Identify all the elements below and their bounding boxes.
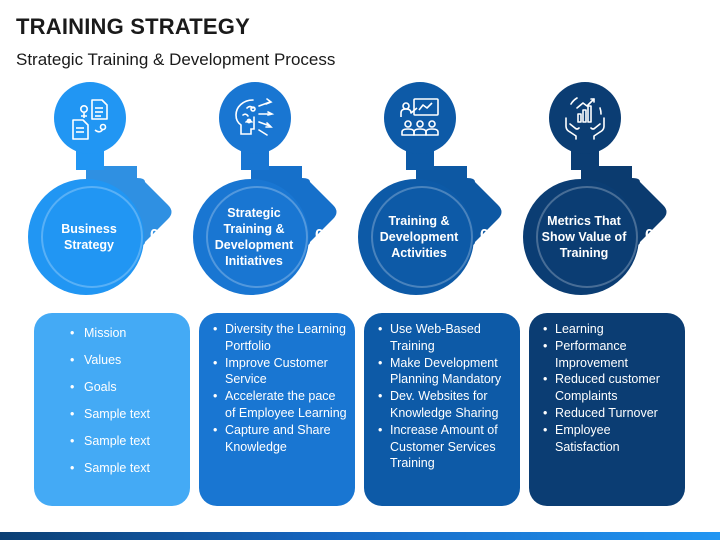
list-item: Reduced Turnover xyxy=(539,405,677,422)
stage-main-circle xyxy=(536,186,638,288)
list-item: Goals xyxy=(44,379,182,396)
list-item: Reduced customer Complaints xyxy=(539,371,677,405)
stage-2-list: Diversity the Learning PortfolioImprove … xyxy=(209,321,347,455)
stage-4-card: LearningPerformance ImprovementReduced c… xyxy=(529,313,685,506)
stage-3-number: 03 xyxy=(480,227,498,244)
presentation-training-icon xyxy=(400,98,439,136)
stage-2-graphic xyxy=(193,82,337,295)
list-item: Use Web-Based Training xyxy=(374,321,512,355)
stage-1-number: 01 xyxy=(150,227,168,244)
stage-1-list: MissionValuesGoalsSample textSample text… xyxy=(44,325,182,477)
list-item: Improve Customer Service xyxy=(209,355,347,389)
list-item: Sample text xyxy=(44,433,182,450)
list-item: Learning xyxy=(539,321,677,338)
stage-1-label: Business Strategy xyxy=(61,221,117,252)
stage-top-circle xyxy=(219,82,291,154)
stage-main-circle xyxy=(371,186,473,288)
list-item: Mission xyxy=(44,325,182,342)
list-item: Increase Amount of Customer Services Tra… xyxy=(374,422,512,472)
stage-2-label: Strategic Training & Development Initiat… xyxy=(214,205,294,269)
list-item: Sample text xyxy=(44,460,182,477)
stage-2: Strategic Training & Development Initiat… xyxy=(175,0,355,540)
stage-4-list: LearningPerformance ImprovementReduced c… xyxy=(539,321,677,455)
list-item: Make Development Planning Mandatory xyxy=(374,355,512,389)
growth-hands-icon xyxy=(565,97,605,140)
list-item: Employee Satisfaction xyxy=(539,422,677,456)
stage-3-card: Use Web-Based TrainingMake Development P… xyxy=(364,313,520,506)
stage-4-number: 04 xyxy=(645,227,663,244)
stage-top-circle xyxy=(384,82,456,154)
list-item: Diversity the Learning Portfolio xyxy=(209,321,347,355)
documents-network-icon xyxy=(72,99,108,140)
stage-top-circle xyxy=(549,82,621,154)
stage-3-label: Training & Development Activities xyxy=(379,213,459,261)
page-subtitle: Strategic Training & Development Process xyxy=(16,50,336,69)
list-item: Sample text xyxy=(44,406,182,423)
list-item: Accelerate the pace of Employee Learning xyxy=(209,388,347,422)
stage-main-circle xyxy=(41,186,143,288)
stage-1: Business Strategy 01MissionValuesGoalsSam… xyxy=(10,0,190,540)
stage-4: Metrics That Show Value of Training 04Lea… xyxy=(505,0,685,540)
stage-main-circle xyxy=(206,186,308,288)
stage-4-label: Metrics That Show Value of Training xyxy=(541,213,627,261)
brain-strategy-icon xyxy=(235,98,275,136)
footer-gradient-bar xyxy=(0,532,720,540)
stage-4-graphic xyxy=(523,82,667,295)
stage-top-circle xyxy=(54,82,126,154)
stage-2-number: 02 xyxy=(315,227,333,244)
list-item: Values xyxy=(44,352,182,369)
stage-1-graphic xyxy=(28,82,172,295)
list-item: Performance Improvement xyxy=(539,338,677,372)
stage-3: Training & Development Activities 03Use W… xyxy=(340,0,520,540)
page-title: TRAINING STRATEGY xyxy=(16,14,250,39)
stage-1-card: MissionValuesGoalsSample textSample text… xyxy=(34,313,190,506)
stage-3-list: Use Web-Based TrainingMake Development P… xyxy=(374,321,512,472)
list-item: Dev. Websites for Knowledge Sharing xyxy=(374,388,512,422)
stage-3-graphic xyxy=(358,82,502,295)
stage-2-card: Diversity the Learning PortfolioImprove … xyxy=(199,313,355,506)
list-item: Capture and Share Knowledge xyxy=(209,422,347,456)
